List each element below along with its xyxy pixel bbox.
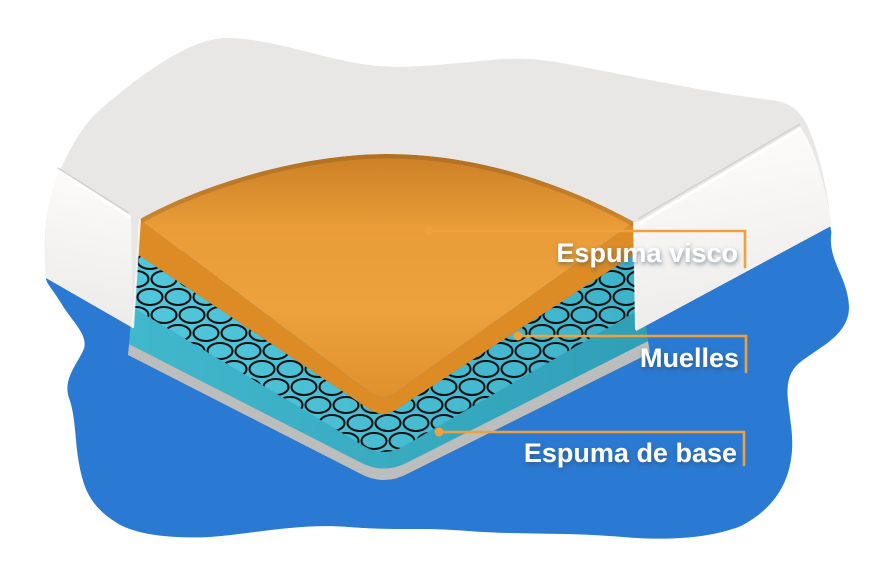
spring-coils [132, 252, 644, 452]
callout-dot-visco [424, 226, 434, 236]
callout-label-visco: Espuma visco [556, 238, 738, 268]
callout-dot-base [434, 427, 444, 437]
callout-muelles: Muelles [513, 331, 748, 374]
mattress-edge-highlights [57, 123, 802, 331]
callout-line-muelles [516, 334, 748, 374]
visco-foam-top [140, 154, 634, 397]
callout-espuma-de-base: Espuma de base [434, 427, 746, 468]
callout-dot-muelles [513, 331, 523, 341]
callout-label-muelles: Muelles [640, 343, 739, 373]
callout-line-base [437, 430, 746, 467]
mattress-cover [44, 37, 832, 332]
springs-layer [132, 252, 644, 452]
mattress-left-panel [45, 170, 133, 328]
callout-espuma-visco: Espuma visco [424, 226, 747, 269]
base-foam-layer [129, 307, 648, 469]
mattress-right-panel [634, 127, 831, 331]
callout-line-visco [427, 229, 747, 269]
callout-label-base: Espuma de base [524, 438, 737, 468]
visco-foam-edge [137, 219, 638, 414]
